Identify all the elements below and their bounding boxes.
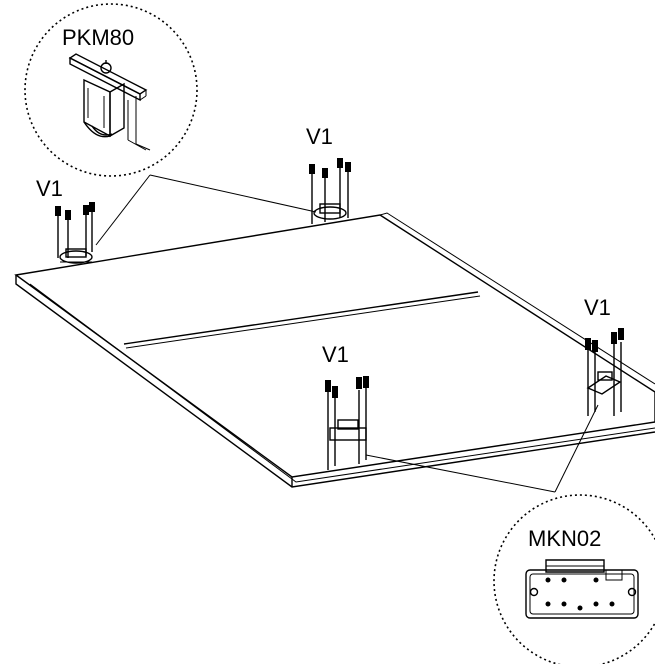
fastener-group-right [585, 328, 624, 416]
fastener-group-top [309, 158, 351, 224]
leader-lines [95, 174, 599, 493]
panel [14, 212, 655, 488]
screw [325, 380, 331, 470]
fastener-group-left [55, 202, 95, 264]
callout-mkn02: MKN02 [493, 494, 655, 664]
screw [55, 206, 61, 258]
callout-pkm80-title: PKM80 [62, 25, 134, 50]
screw [309, 164, 315, 224]
callout-pkm80: PKM80 [24, 3, 198, 177]
label-v1-right: V1 [584, 295, 611, 320]
screw [363, 376, 369, 460]
screw [592, 340, 598, 412]
screw [345, 162, 351, 218]
label-v1-left: V1 [36, 176, 63, 201]
screw [618, 328, 624, 412]
pkm80-part-illustration [68, 53, 151, 151]
label-v1-middle: V1 [322, 342, 349, 367]
screw [65, 210, 71, 258]
fastener-group-middle [325, 376, 369, 470]
mkn02-part-illustration [525, 559, 639, 619]
screw [611, 332, 617, 416]
callout-mkn02-title: MKN02 [528, 526, 601, 551]
screw [585, 338, 591, 416]
screw [89, 202, 95, 252]
screw [322, 168, 328, 222]
screw [83, 205, 89, 256]
screw [356, 377, 362, 464]
screw [332, 386, 338, 466]
screw [337, 158, 343, 218]
label-v1-top: V1 [306, 124, 333, 149]
